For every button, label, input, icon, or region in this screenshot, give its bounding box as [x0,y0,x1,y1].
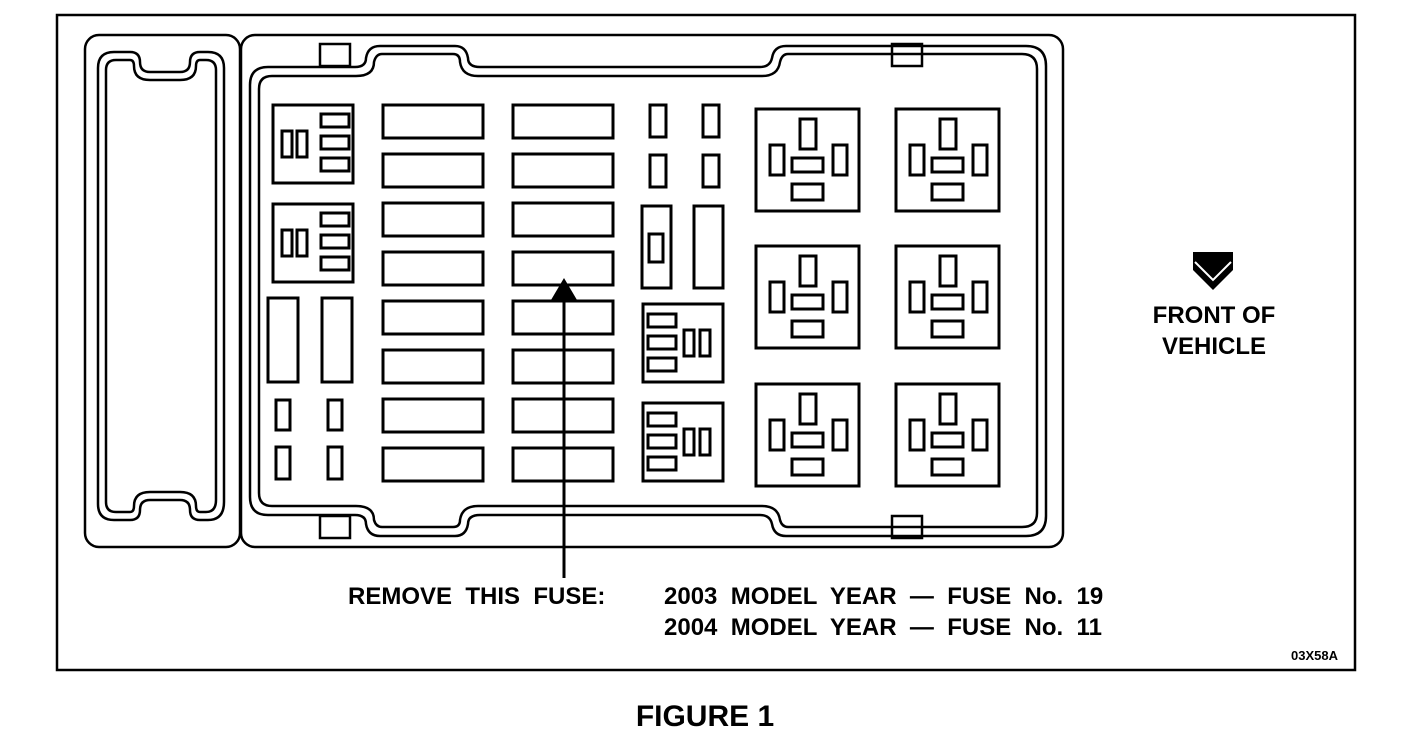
mini-fuse-b [326,398,344,432]
cartridge-fuse-2 [692,204,725,290]
relay-6 [894,382,1001,488]
figure-code: 03X58A [1291,648,1339,663]
figure-caption: FIGURE 1 [636,700,774,733]
mini-fuse-a [274,398,292,432]
mini-fuse-g [648,153,668,189]
relay-2 [894,107,1001,213]
cartridge-fuse-1 [640,204,673,290]
pointer-arrow [551,278,577,578]
mini-relay-4 [641,401,725,483]
mini-fuse-d [326,445,344,481]
relay-4 [894,244,1001,350]
mini-relay-3 [641,302,725,384]
remove-prefix: REMOVE THIS FUSE: [348,583,605,610]
mini-fuse-c [274,445,292,481]
maxi-fuse-1 [266,296,300,384]
remove-line-2004: 2004 MODEL YEAR — FUSE No. 11 [664,614,1102,641]
mini-fuse-f [701,103,721,139]
maxi-fuse-2 [320,296,354,384]
mini-fuse-e [648,103,668,139]
target-fuse [511,250,615,287]
mini-relay-2 [271,202,355,284]
relay-5 [754,382,861,488]
left-connector-cover [83,33,242,549]
relay-3 [754,244,861,350]
front-label-line-2: VEHICLE [1162,333,1266,360]
fuse-column-1 [381,103,485,483]
remove-line-2003: 2003 MODEL YEAR — FUSE No. 19 [664,583,1103,610]
down-chevron-arrow-icon [1193,252,1233,290]
mini-relay-1 [271,103,355,185]
front-label-line-1: FRONT OF [1153,302,1276,329]
relay-1 [754,107,861,213]
mini-fuse-h [701,153,721,189]
